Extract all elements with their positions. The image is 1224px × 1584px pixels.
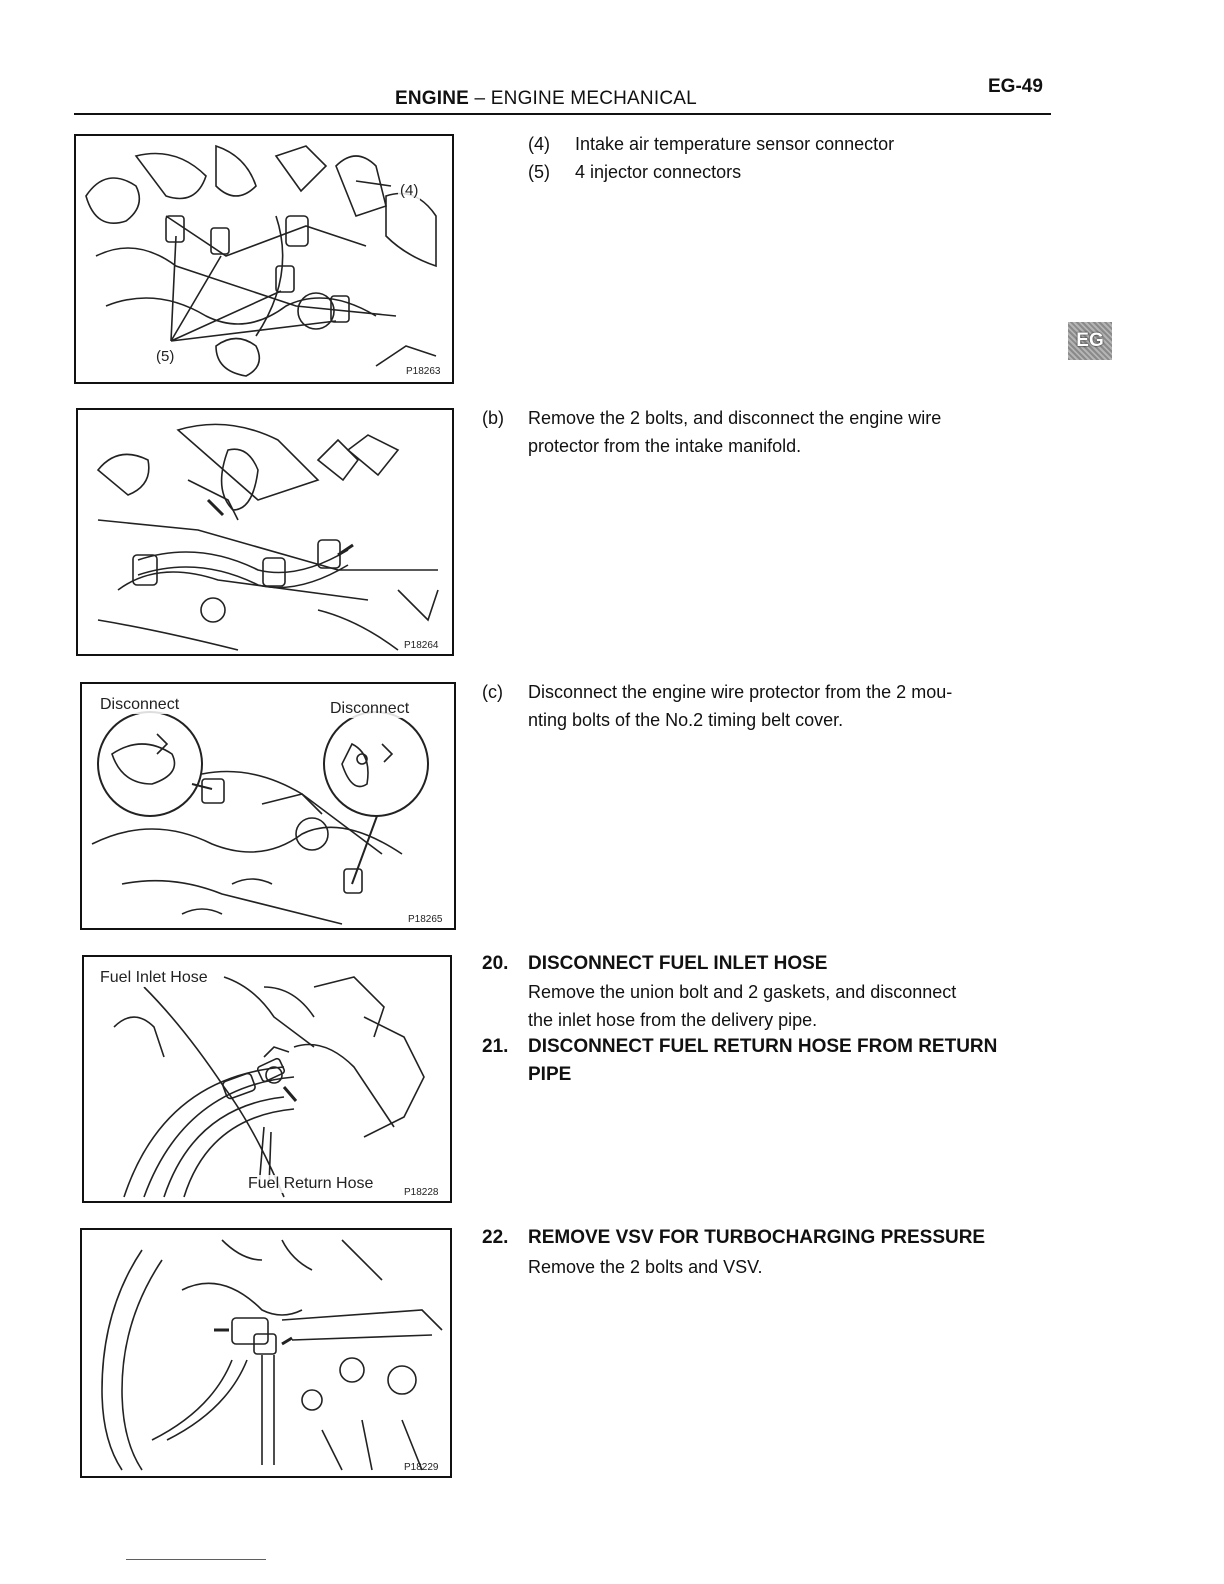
item-b-marker: (b)	[482, 408, 504, 428]
step-20-number: 20.	[482, 953, 509, 974]
step-21-heading-line1: DISCONNECT FUEL RETURN HOSE FROM RETURN	[528, 1036, 998, 1057]
item-b-text-line1: Remove the 2 bolts, and disconnect the e…	[528, 408, 942, 428]
step-21-number: 21.	[482, 1036, 509, 1057]
figure-label-fuel-return-hose: Fuel Return Hose	[246, 1175, 376, 1193]
step-21-heading-line2: PIPE	[528, 1064, 572, 1085]
figure-label-5: (5)	[154, 348, 177, 366]
item-c-text-line1: Disconnect the engine wire protector fro…	[528, 682, 953, 702]
figure-vsv: P18229	[80, 1228, 452, 1478]
figure-timing-belt-cover: Disconnect Disconnect P18265	[80, 682, 456, 930]
figure-code: P18265	[408, 914, 443, 925]
section-tab: EG	[1068, 322, 1112, 360]
figure-code: P18228	[404, 1187, 439, 1198]
item-5-marker: (5)	[528, 162, 550, 182]
header-separator: –	[469, 88, 491, 109]
section-tab-label: EG	[1076, 330, 1104, 351]
figure-label-fuel-inlet-hose: Fuel Inlet Hose	[98, 969, 210, 987]
figure-intake-connectors: (4) (5) P18263	[74, 134, 454, 384]
figure-label-disconnect-left: Disconnect	[98, 696, 182, 714]
figure-label-disconnect-right: Disconnect	[328, 700, 412, 718]
step-22-heading: REMOVE VSV FOR TURBOCHARGING PRESSURE	[528, 1227, 986, 1248]
figure-code: P18264	[404, 640, 439, 651]
header-subsection: ENGINE MECHANICAL	[490, 88, 697, 109]
figure-label-4: (4)	[398, 182, 421, 200]
engine-illustration-5	[101, 1239, 443, 1471]
item-4-text: Intake air temperature sensor connector	[575, 134, 895, 154]
item-c-text-line2: nting bolts of the No.2 timing belt cove…	[528, 710, 844, 730]
step-20-heading: DISCONNECT FUEL INLET HOSE	[528, 953, 828, 974]
engine-illustration-3	[91, 711, 429, 925]
footer-rule	[126, 1559, 266, 1560]
page-header-title: ENGINE – ENGINE MECHANICAL	[395, 88, 697, 110]
figure-code: P18229	[404, 1462, 439, 1473]
step-22-number: 22.	[482, 1227, 509, 1248]
header-rule	[74, 113, 1051, 115]
engine-illustration-2	[96, 423, 439, 651]
item-5-text: 4 injector connectors	[575, 162, 742, 182]
item-4-marker: (4)	[528, 134, 550, 154]
item-b-text-line2: protector from the intake manifold.	[528, 436, 802, 456]
step-22-body-line1: Remove the 2 bolts and VSV.	[528, 1257, 763, 1277]
engine-illustration-1	[85, 144, 437, 377]
figure-wire-protector-bolts: P18264	[76, 408, 454, 656]
page-number: EG-49	[988, 76, 1043, 97]
header-section: ENGINE	[395, 88, 470, 109]
step-20-body-line2: the inlet hose from the delivery pipe.	[528, 1010, 818, 1030]
engine-illustration-4	[113, 976, 425, 1198]
figure-code: P18263	[406, 366, 441, 377]
step-20-body-line1: Remove the union bolt and 2 gaskets, and…	[528, 982, 957, 1002]
figure-fuel-hoses: Fuel Inlet Hose Fuel Return Hose P18228	[82, 955, 452, 1203]
item-c-marker: (c)	[482, 682, 503, 702]
